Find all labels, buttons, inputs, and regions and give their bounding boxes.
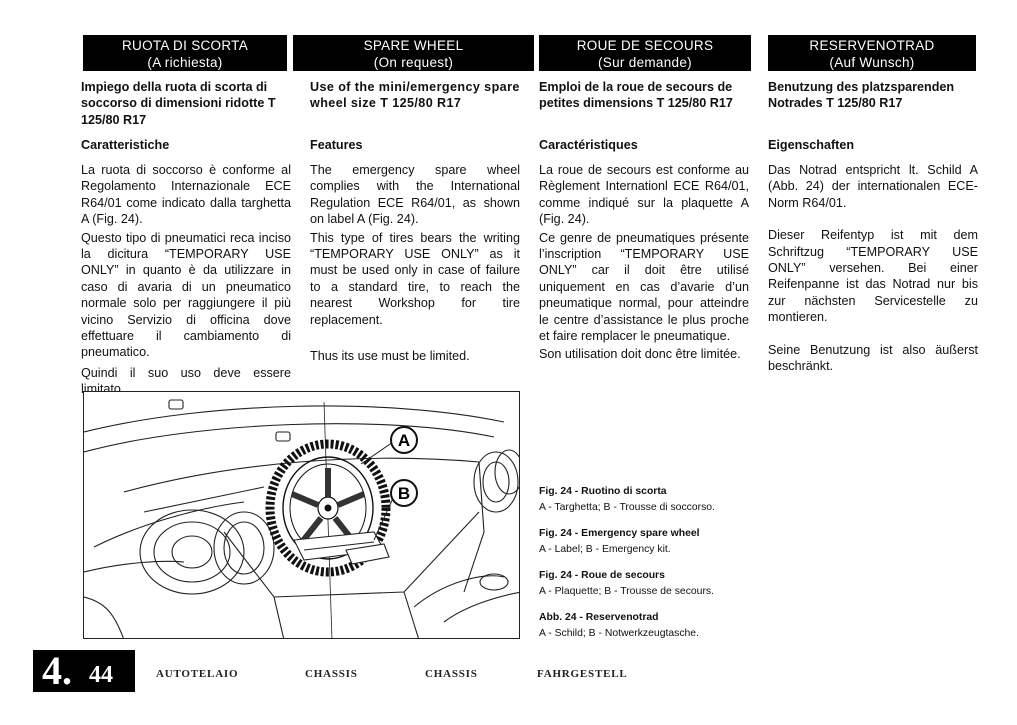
- paragraph: Das Notrad entspricht lt. Schild A (Abb.…: [768, 163, 978, 210]
- header-it-title: RUOTA DI SCORTA: [121, 38, 248, 53]
- page-number-minor: 44: [89, 662, 113, 688]
- footer-label-de: FAHRGESTELL: [537, 668, 628, 680]
- paragraph: Questo tipo di pneumatici reca inciso la…: [81, 230, 291, 360]
- column-de: Benutzung des platzsparenden Notrades T …: [768, 79, 978, 373]
- page-number-major: 4.: [42, 648, 72, 693]
- column-body: La roue de secours est conforme au Règle…: [539, 162, 749, 363]
- paragraph: La roue de secours est conforme au Règle…: [539, 163, 749, 227]
- column-body: The emergency spare wheel complies with …: [310, 162, 520, 364]
- header-en-title: SPARE WHEEL: [363, 38, 464, 53]
- figure-captions: Fig. 24 - Ruotino di scorta A - Targhett…: [539, 484, 759, 652]
- paragraph: Dieser Reifentyp ist mit dem Schriftzug …: [768, 228, 978, 325]
- header-it: RUOTA DI SCORTA (A richiesta): [83, 35, 287, 71]
- caption-title: Fig. 24 - Roue de secours: [539, 570, 665, 581]
- column-fr: Emploi de la roue de secours de petites …: [539, 79, 749, 361]
- column-subtitle: Eigenschaften: [768, 138, 855, 152]
- paragraph: La ruota di soccorso è conforme al Regol…: [81, 163, 291, 227]
- column-en: Use of the mini/emergency spare wheel si…: [310, 79, 520, 363]
- footer-label-fr: CHASSIS: [425, 668, 478, 680]
- caption-text: A - Targhetta; B - Trousse di soccorso.: [539, 502, 715, 513]
- header-de-note: (Auf Wunsch): [829, 55, 915, 70]
- figure-label-b: B: [398, 484, 410, 503]
- column-title: Use of the mini/emergency spare wheel si…: [310, 80, 520, 111]
- column-body: La ruota di soccorso è conforme al Regol…: [81, 162, 291, 398]
- caption-text: A - Plaquette; B - Trousse de secours.: [539, 586, 714, 597]
- column-title: Benutzung des platzsparenden Notrades T …: [768, 80, 955, 111]
- page-number: 4. 44: [33, 650, 135, 692]
- paragraph: Ce genre de pneumatiques présente l’insc…: [539, 230, 749, 344]
- spare-wheel-drawing: A B: [84, 399, 519, 638]
- header-de-title: RESERVENOTRAD: [809, 38, 935, 53]
- header-en-note: (On request): [373, 55, 454, 70]
- header-en: SPARE WHEEL (On request): [293, 35, 534, 71]
- paragraph: Son utilisation doit donc être limitée.: [539, 347, 741, 362]
- caption-text: A - Label; B - Emergency kit.: [539, 544, 671, 555]
- caption-title: Abb. 24 - Reservenotrad: [539, 612, 659, 623]
- caption-text: A - Schild; B - Notwerkzeugtasche.: [539, 628, 699, 639]
- paragraph: Thus its use must be limited.: [310, 349, 470, 364]
- column-body: Das Notrad entspricht lt. Schild A (Abb.…: [768, 162, 978, 374]
- paragraph: Seine Benutzung ist also äußerst beschrä…: [768, 342, 978, 374]
- header-fr-note: (Sur demande): [598, 55, 692, 70]
- column-subtitle: Features: [310, 138, 363, 152]
- column-title: Impiego della ruota di scorta di soccors…: [81, 80, 276, 127]
- footer-label-it: AUTOTELAIO: [156, 668, 239, 680]
- header-fr-title: ROUE DE SECOURS: [576, 38, 714, 53]
- header-it-note: (A richiesta): [147, 55, 223, 70]
- header-fr: ROUE DE SECOURS (Sur demande): [539, 35, 751, 71]
- caption-title: Fig. 24 - Emergency spare wheel: [539, 528, 700, 539]
- header-de: RESERVENOTRAD (Auf Wunsch): [768, 35, 976, 71]
- figure-label-a: A: [398, 431, 410, 450]
- figure-24-illustration: A B: [83, 391, 520, 639]
- footer-label-en: CHASSIS: [305, 668, 358, 680]
- caption-title: Fig. 24 - Ruotino di scorta: [539, 486, 667, 497]
- column-subtitle: Caratteristiche: [81, 138, 170, 152]
- column-subtitle: Caractéristiques: [539, 138, 638, 152]
- paragraph: The emergency spare wheel complies with …: [310, 163, 520, 227]
- column-it: Impiego della ruota di scorta di soccors…: [81, 79, 291, 396]
- paragraph: This type of tires bears the writing “TE…: [310, 230, 520, 327]
- column-title: Emploi de la roue de secours de petites …: [539, 80, 733, 111]
